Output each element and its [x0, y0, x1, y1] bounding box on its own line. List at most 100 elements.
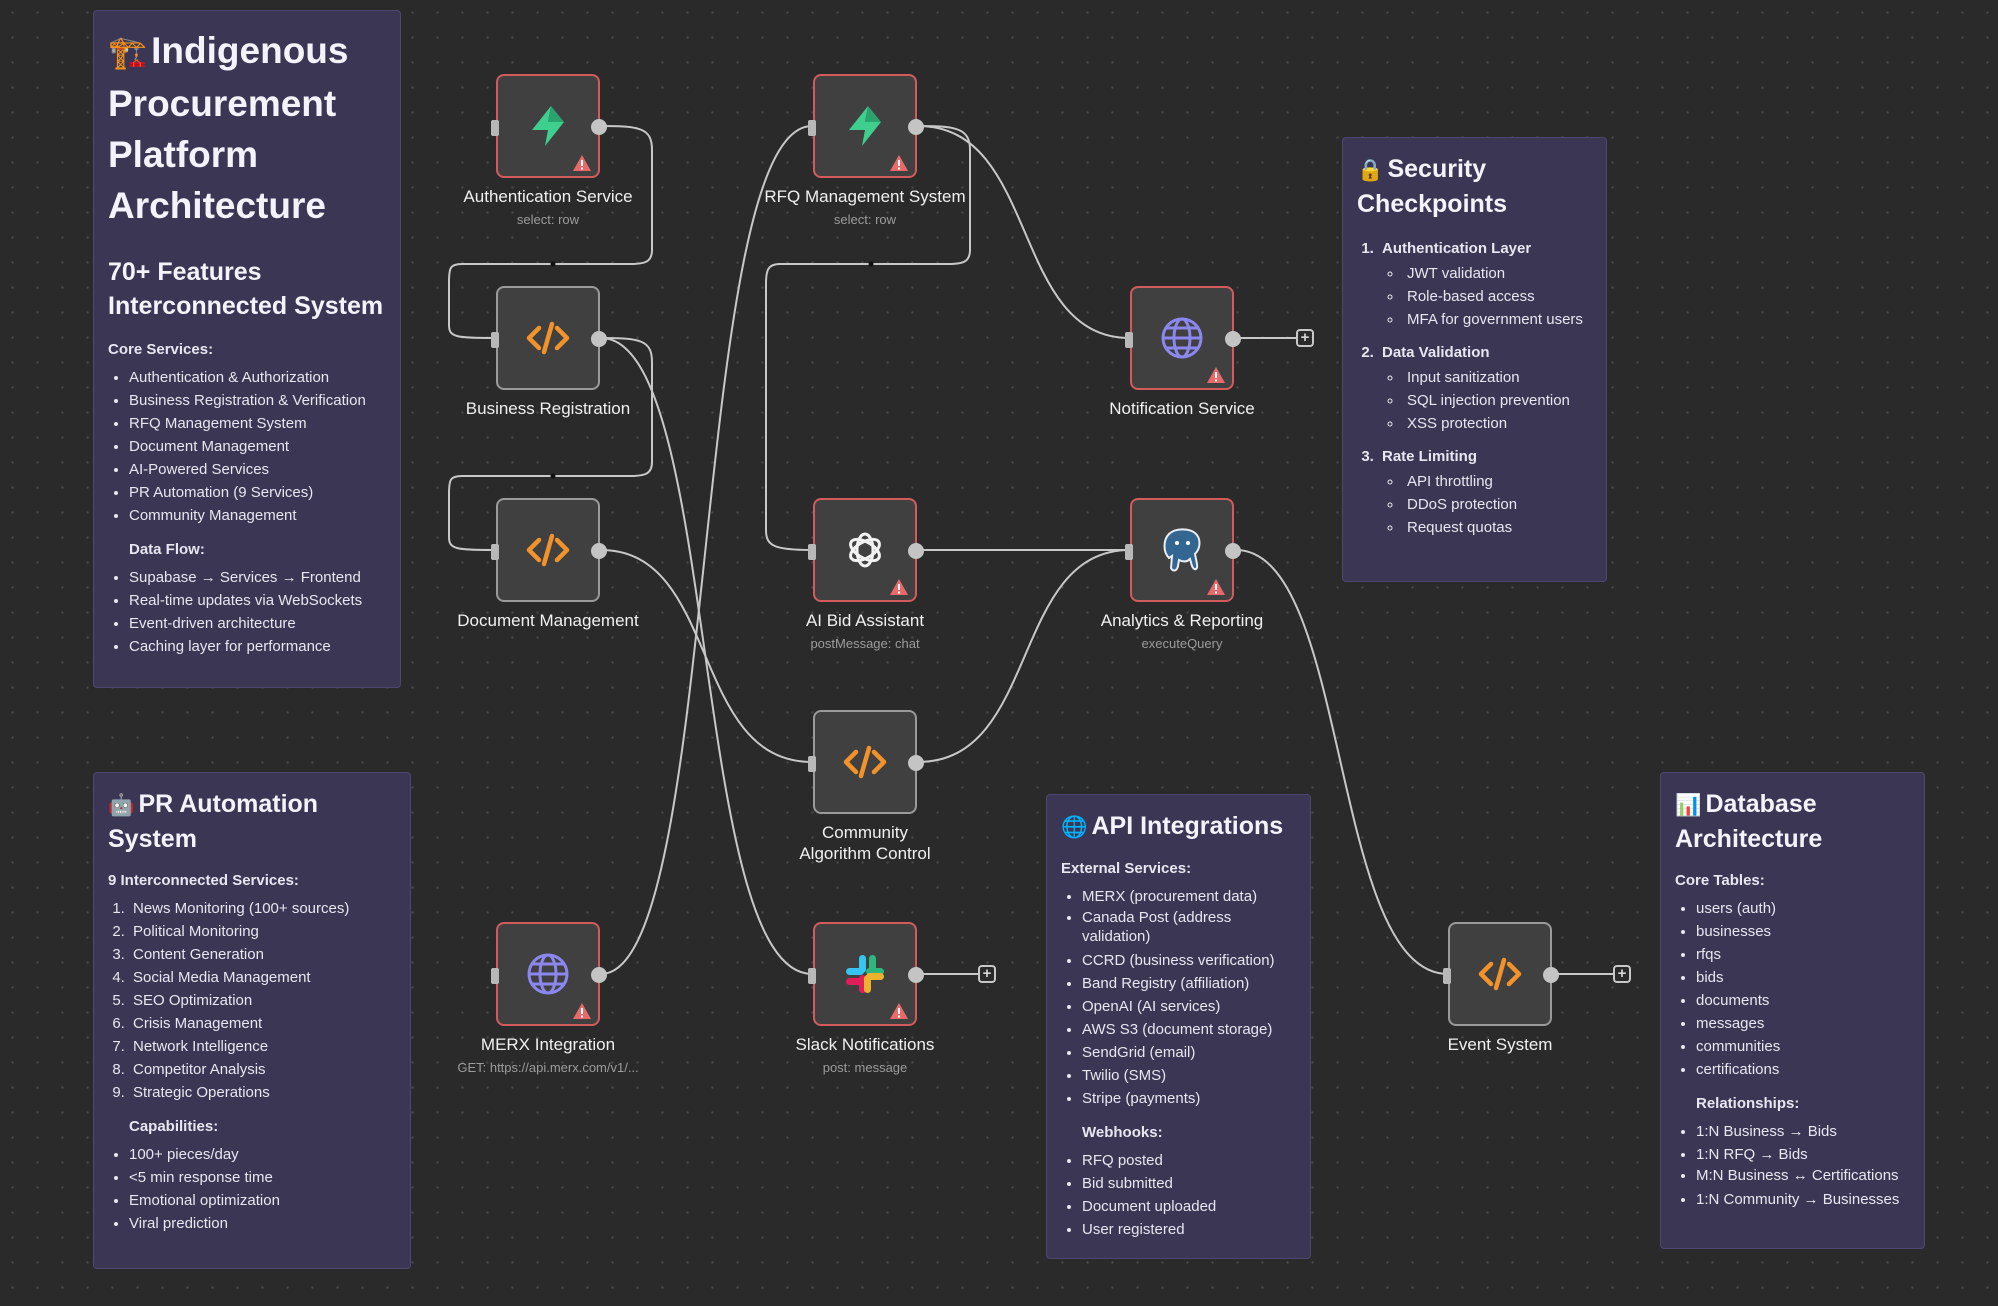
security-title: 🔒Security Checkpoints [1357, 155, 1508, 218]
code-icon [498, 500, 598, 600]
node-sublabel: post: message [822, 1060, 908, 1075]
list-item: Role-based access [1403, 285, 1592, 308]
node-event-system[interactable] [1443, 922, 1559, 1026]
relationships-list: 1:N Business → Bids 1:N RFQ → Bids M:N B… [1675, 1120, 1910, 1211]
robot-icon: 🤖 [108, 793, 135, 817]
list-item: rfqs [1696, 943, 1910, 966]
output-port[interactable] [908, 755, 924, 771]
list-item: 1:N RFQ → Bids [1696, 1143, 1910, 1166]
data-flow-list: Supabase → Services → Frontend Real-time… [108, 566, 386, 658]
output-port[interactable] [1543, 967, 1559, 983]
output-port[interactable] [908, 119, 924, 135]
input-port[interactable] [491, 120, 499, 136]
lock-icon: 🔒 [1357, 158, 1384, 182]
list-item: Real-time updates via WebSockets [129, 589, 386, 612]
list-item: SEO Optimization [129, 989, 396, 1012]
output-port[interactable] [908, 967, 924, 983]
list-item: Canada Post (address validation) [1082, 908, 1296, 946]
external-services-heading: External Services: [1061, 860, 1192, 877]
add-node-button[interactable]: + [978, 965, 996, 983]
list-item: Document uploaded [1082, 1195, 1296, 1218]
list-item: M:N Business ↔ Certifications [1696, 1166, 1910, 1185]
input-port[interactable] [1443, 968, 1451, 984]
input-port[interactable] [808, 120, 816, 136]
output-port[interactable] [591, 119, 607, 135]
list-item: documents [1696, 989, 1910, 1012]
input-port[interactable] [491, 332, 499, 348]
list-item: users (auth) [1696, 897, 1910, 920]
construction-icon: 🏗️ [108, 35, 148, 70]
pr-capabilities-list: 100+ pieces/day <5 min response time Emo… [108, 1143, 396, 1235]
list-item: Authentication Layer JWT validationRole-… [1378, 237, 1592, 331]
list-item: MFA for government users [1403, 308, 1592, 331]
add-node-button[interactable]: + [1296, 329, 1314, 347]
node-sublabel: executeQuery [1141, 636, 1223, 651]
list-item: 1:N Business → Bids [1696, 1120, 1910, 1143]
node-label: Community Algorithm Control [799, 823, 931, 863]
api-integrations-note[interactable]: 🌐API Integrations External Services: MER… [1046, 794, 1311, 1259]
list-item: Document Management [129, 435, 386, 458]
db-title: 📊Database Architecture [1675, 790, 1823, 853]
connection-docmgmt-to-community [600, 549, 813, 763]
node-label: AI Bid Assistant [805, 611, 925, 630]
node-analytics-reporting[interactable] [1125, 498, 1241, 602]
output-port[interactable] [1225, 331, 1241, 347]
bar-chart-icon: 📊 [1675, 793, 1702, 817]
database-architecture-note[interactable]: 📊Database Architecture Core Tables: user… [1660, 772, 1925, 1249]
node-rfq-management-system[interactable] [808, 74, 924, 178]
add-node-button[interactable]: + [1613, 965, 1631, 983]
architecture-overview-note[interactable]: 🏗️Indigenous Procurement Platform Archit… [93, 10, 401, 688]
pr-automation-note[interactable]: 🤖PR Automation System 9 Interconnected S… [93, 772, 411, 1269]
list-item: Bid submitted [1082, 1172, 1296, 1195]
output-port[interactable] [908, 543, 924, 559]
list-item: PR Automation (9 Services) [129, 481, 386, 504]
list-item: communities [1696, 1035, 1910, 1058]
security-checkpoints-note[interactable]: 🔒Security Checkpoints Authentication Lay… [1342, 137, 1607, 582]
list-item: Crisis Management [129, 1012, 396, 1035]
output-port[interactable] [591, 967, 607, 983]
input-port[interactable] [808, 756, 816, 772]
input-port[interactable] [491, 968, 499, 984]
list-item: Emotional optimization [129, 1189, 396, 1212]
node-notification-service[interactable] [1125, 286, 1241, 390]
output-port[interactable] [591, 543, 607, 559]
list-item: Request quotas [1403, 516, 1592, 539]
input-port[interactable] [808, 544, 816, 560]
node-label: Business Registration [465, 399, 631, 418]
node-community-algorithm-control[interactable] [808, 710, 924, 814]
list-item: DDoS protection [1403, 493, 1592, 516]
warning-icon [890, 1003, 908, 1019]
api-title: 🌐API Integrations [1061, 812, 1284, 840]
node-authentication-service[interactable] [491, 74, 607, 178]
core-services-list: Authentication & Authorization Business … [108, 366, 386, 527]
list-item: JWT validation [1403, 262, 1592, 285]
node-merx-integration[interactable] [491, 922, 607, 1026]
list-item: News Monitoring (100+ sources) [129, 897, 396, 920]
core-tables-list: users (auth) businesses rfqs bids docume… [1675, 897, 1910, 1081]
relationships-heading: Relationships: [1696, 1095, 1800, 1112]
list-item: Viral prediction [129, 1212, 396, 1235]
node-label: Slack Notifications [795, 1035, 935, 1054]
warning-icon [890, 155, 908, 171]
list-item: certifications [1696, 1058, 1910, 1081]
node-ai-bid-assistant[interactable] [808, 498, 924, 602]
list-item: Competitor Analysis [129, 1058, 396, 1081]
node-business-registration[interactable] [491, 286, 607, 390]
input-port[interactable] [808, 968, 816, 984]
input-port[interactable] [1125, 332, 1133, 348]
supabase-icon [815, 76, 915, 176]
list-item: Twilio (SMS) [1082, 1064, 1296, 1087]
node-slack-notifications[interactable] [808, 922, 924, 1026]
list-item: RFQ posted [1082, 1149, 1296, 1172]
list-item: Authentication & Authorization [129, 366, 386, 389]
node-sublabel: select: row [516, 212, 580, 227]
external-services-list: MERX (procurement data) Canada Post (add… [1061, 885, 1296, 1110]
input-port[interactable] [1125, 544, 1133, 560]
input-port[interactable] [491, 544, 499, 560]
list-item: CCRD (business verification) [1082, 949, 1296, 972]
pr-services-heading: 9 Interconnected Services: [108, 872, 299, 889]
output-port[interactable] [591, 331, 607, 347]
output-port[interactable] [1225, 543, 1241, 559]
code-icon [498, 288, 598, 388]
node-document-management[interactable] [491, 498, 607, 602]
